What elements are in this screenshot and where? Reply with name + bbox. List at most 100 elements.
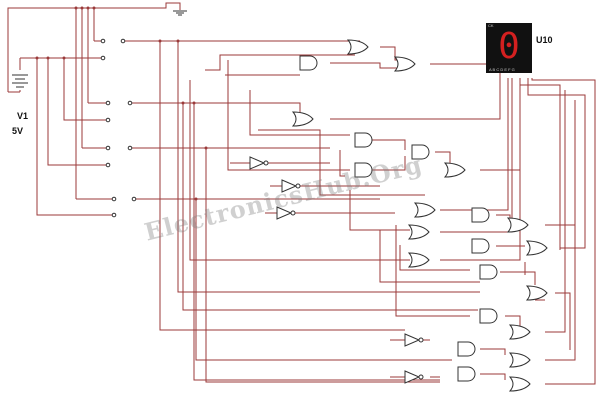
switch-contact bbox=[131, 196, 137, 202]
wire bbox=[205, 148, 440, 383]
and-gate bbox=[479, 264, 498, 280]
not-gate bbox=[281, 179, 298, 193]
wire bbox=[435, 151, 451, 165]
wire bbox=[47, 58, 108, 166]
and-gate bbox=[471, 207, 490, 223]
and-gate bbox=[471, 238, 490, 254]
junction-dot bbox=[204, 146, 208, 150]
or-gate bbox=[508, 324, 531, 340]
wire bbox=[330, 78, 501, 120]
and-gate bbox=[479, 308, 498, 324]
and-gate bbox=[354, 162, 373, 178]
or-gate bbox=[393, 56, 416, 72]
or-gate bbox=[508, 352, 531, 368]
switch-contact bbox=[120, 38, 126, 44]
junction-dot bbox=[74, 6, 78, 10]
switch-contact bbox=[105, 117, 111, 123]
or-gate bbox=[407, 252, 430, 268]
not-gate bbox=[404, 333, 421, 347]
not-gate bbox=[276, 206, 293, 220]
wire bbox=[349, 190, 410, 231]
or-gate bbox=[291, 111, 314, 127]
and-gate bbox=[411, 144, 430, 160]
source-name: V1 bbox=[17, 111, 29, 121]
or-gate bbox=[525, 285, 548, 301]
wire bbox=[531, 78, 596, 385]
switch-contact bbox=[105, 145, 111, 151]
or-gate bbox=[525, 240, 548, 256]
wire bbox=[527, 78, 586, 249]
or-gate bbox=[443, 162, 466, 178]
source-voltage: 5V bbox=[12, 126, 24, 136]
display-pins: A B C D E F G bbox=[489, 67, 515, 72]
wire bbox=[440, 84, 561, 261]
switch-contact bbox=[105, 162, 111, 168]
switch-contact bbox=[127, 100, 133, 106]
junction-dot bbox=[194, 197, 198, 201]
or-gate bbox=[508, 376, 531, 392]
junction-dot bbox=[62, 56, 66, 60]
or-gate bbox=[413, 202, 436, 218]
wire bbox=[249, 90, 350, 136]
wire bbox=[159, 41, 405, 331]
wire bbox=[182, 103, 478, 311]
not-bubble bbox=[418, 374, 424, 380]
switch-contact bbox=[105, 100, 111, 106]
display-name: U10 bbox=[536, 35, 553, 45]
wire bbox=[545, 100, 576, 361]
junction-dot bbox=[192, 101, 196, 105]
wire bbox=[370, 156, 406, 171]
wire bbox=[130, 102, 301, 115]
wire bbox=[480, 373, 506, 380]
wire bbox=[330, 62, 400, 69]
wire bbox=[505, 315, 521, 327]
wire bbox=[440, 78, 509, 211]
wire bbox=[555, 292, 571, 350]
junction-dot bbox=[181, 101, 185, 105]
switch-contact bbox=[111, 196, 117, 202]
not-bubble bbox=[295, 183, 301, 189]
not-bubble bbox=[263, 160, 269, 166]
or-gate bbox=[346, 39, 369, 55]
and-gate bbox=[354, 132, 373, 148]
junction-dot bbox=[80, 6, 84, 10]
junction-dot bbox=[158, 39, 162, 43]
wire bbox=[63, 58, 108, 121]
not-bubble bbox=[418, 337, 424, 343]
junction-dot bbox=[92, 6, 96, 10]
junction-dot bbox=[46, 56, 50, 60]
junction-dot bbox=[176, 39, 180, 43]
wire bbox=[545, 90, 566, 333]
switch-contact bbox=[111, 212, 117, 218]
display-digit: 0 bbox=[498, 26, 520, 67]
wire bbox=[195, 199, 452, 361]
wire bbox=[370, 139, 406, 150]
wire bbox=[193, 103, 440, 381]
wire bbox=[227, 60, 350, 171]
junction-dot bbox=[86, 6, 90, 10]
wire bbox=[189, 80, 410, 261]
or-gate bbox=[506, 217, 529, 233]
switch-contact bbox=[100, 38, 106, 44]
and-gate bbox=[457, 341, 476, 357]
wire bbox=[480, 348, 506, 355]
wire bbox=[36, 58, 114, 216]
wire bbox=[177, 41, 480, 293]
seven-segment-display: CK 0 A B C D E F G bbox=[486, 23, 532, 73]
switch-contact bbox=[127, 145, 133, 151]
junction-dot bbox=[35, 56, 39, 60]
wire bbox=[395, 225, 470, 317]
and-gate bbox=[299, 55, 318, 71]
not-bubble bbox=[290, 210, 296, 216]
display-top-label: CK bbox=[488, 23, 494, 28]
not-gate bbox=[404, 370, 421, 384]
wire bbox=[7, 2, 181, 92]
wire bbox=[500, 271, 536, 285]
wire bbox=[399, 245, 470, 271]
not-gate bbox=[249, 156, 266, 170]
wire bbox=[339, 150, 345, 177]
wire bbox=[379, 230, 480, 283]
or-gate bbox=[407, 224, 430, 240]
